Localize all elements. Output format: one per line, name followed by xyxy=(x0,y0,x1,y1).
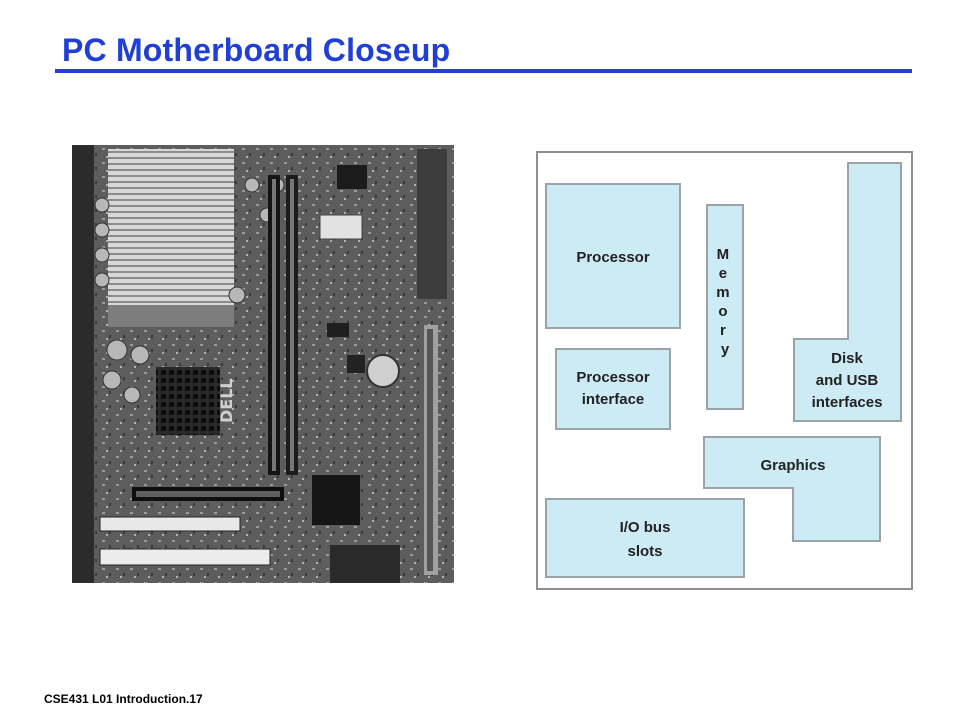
processor-interface-block: Processor interface xyxy=(555,348,671,430)
io-bus-slots-block: I/O bus slots xyxy=(545,498,745,578)
motherboard-photo: DELL xyxy=(72,145,454,583)
processor-label: Processor xyxy=(576,249,650,266)
memory-letter: r xyxy=(720,322,726,339)
disk-label-line3: interfaces xyxy=(812,394,883,411)
io-bus-label-line1: I/O bus xyxy=(620,519,671,536)
memory-letter: M xyxy=(717,246,730,263)
page-title: PC Motherboard Closeup xyxy=(62,32,451,68)
chipset-heatsink xyxy=(156,367,220,435)
processor-interface-label-line1: Processor xyxy=(576,369,650,386)
disk-usb-block: Disk and USB interfaces xyxy=(793,162,902,422)
memory-block: M e m o r y xyxy=(706,204,744,410)
graphics-block: Graphics xyxy=(703,436,881,542)
memory-letter: e xyxy=(719,265,727,282)
memory-letter: o xyxy=(718,303,727,320)
memory-letter: m xyxy=(716,284,729,301)
svg-text:DELL: DELL xyxy=(217,378,236,423)
io-chip xyxy=(312,475,360,525)
title-underline xyxy=(55,69,912,73)
io-bus-label-line2: slots xyxy=(627,543,662,560)
processor-interface-label-line2: interface xyxy=(582,391,645,408)
heatsink-fins xyxy=(108,149,234,305)
processor-block: Processor xyxy=(545,183,681,329)
disk-label-line2: and USB xyxy=(816,372,879,389)
disk-label-line1: Disk xyxy=(831,350,863,367)
slide-footer: CSE431 L01 Introduction.17 xyxy=(44,692,203,706)
memory-letter: y xyxy=(721,341,730,358)
motherboard-block-diagram: Processor M e m o r y Processor interfac… xyxy=(536,151,913,590)
graphics-label: Graphics xyxy=(760,457,825,474)
memory-label: M e m o r y xyxy=(716,246,734,358)
